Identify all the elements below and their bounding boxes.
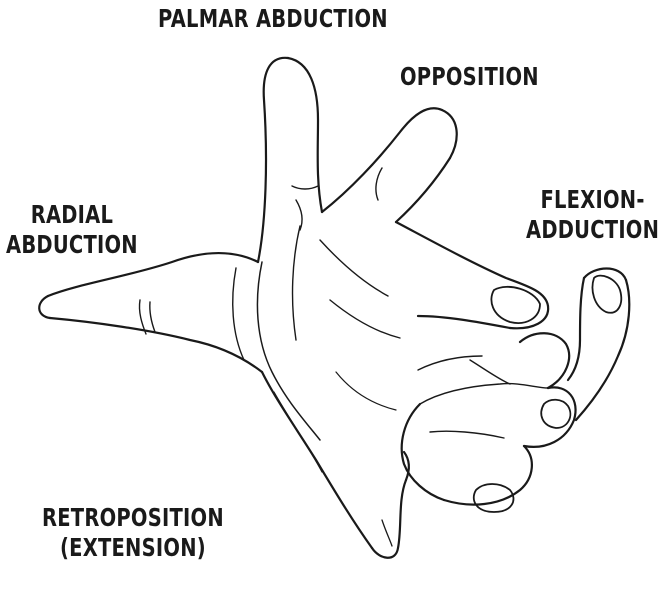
little-fingernail — [593, 276, 622, 313]
middle-finger-crease — [376, 168, 382, 200]
thumb-crease-2 — [150, 302, 155, 332]
palm-crease-long — [293, 226, 300, 340]
middle-finger-tip — [442, 110, 457, 158]
ring-finger-top-edge — [396, 222, 548, 306]
ring-finger-underside — [418, 316, 510, 328]
wrist-bottom — [372, 480, 406, 558]
middle-finger-right-edge — [396, 158, 450, 222]
thumb-tip — [39, 296, 50, 318]
thumb-upper-edge — [48, 253, 258, 296]
curled-knuckle-lines — [420, 384, 548, 404]
wrist-crease — [382, 520, 392, 546]
ring-finger-tip — [510, 306, 548, 328]
little-finger-left-edge — [568, 278, 584, 380]
palm-crease-thenar — [257, 262, 320, 440]
curled-finger-2 — [524, 387, 576, 446]
index-finger-crease-2 — [296, 200, 302, 230]
palm-left-edge — [262, 372, 372, 548]
palm-crease-short — [330, 300, 400, 338]
middle-finger-left-edge — [322, 108, 442, 212]
index-finger-crease — [292, 186, 318, 189]
curled-fingernail-1 — [541, 400, 570, 428]
thumb-lower-edge — [50, 318, 262, 372]
index-finger-left-edge — [258, 58, 288, 262]
palm-tendon — [274, 392, 322, 472]
curled-knuckle-line-3 — [418, 356, 482, 370]
curled-finger-4 — [402, 404, 444, 500]
curled-finger-3 — [444, 446, 532, 505]
hand-outline — [39, 58, 629, 558]
curled-finger-1 — [520, 333, 569, 388]
ring-fingernail — [491, 287, 540, 323]
palm-crease-mid — [320, 240, 388, 296]
curled-knuckle-line-2 — [430, 431, 504, 438]
little-finger-tip — [584, 269, 626, 281]
palm-crease-diag — [233, 268, 244, 360]
curled-knuckle-line-4 — [470, 360, 510, 384]
palm-tendon-2 — [336, 372, 396, 410]
